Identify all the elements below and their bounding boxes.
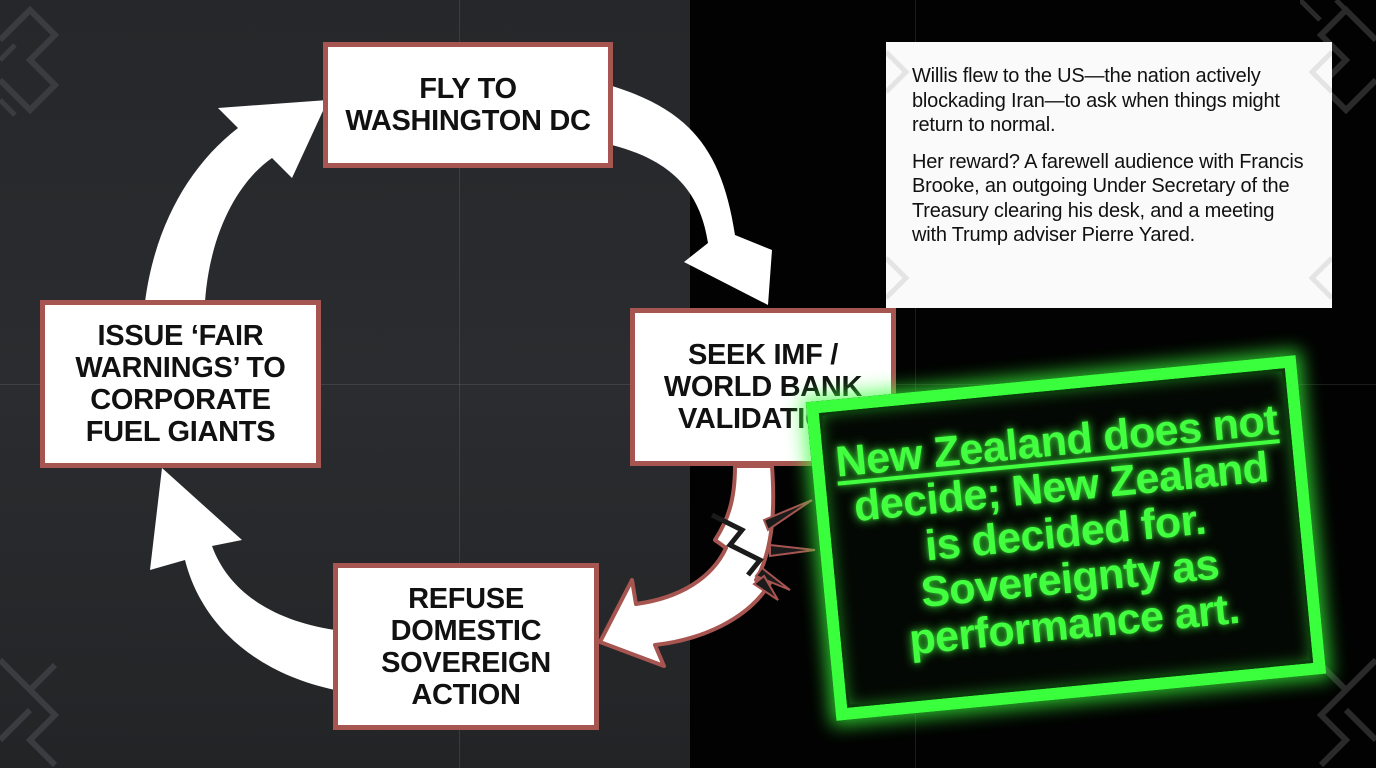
step-label-line: SEEK IMF /: [687, 339, 839, 371]
step-label-line: ISSUE ‘FAIR: [97, 320, 264, 352]
celtic-knot-corner-bottom-right-icon: [1316, 657, 1376, 768]
step-label-line: CORPORATE: [90, 384, 271, 416]
celtic-knot-corner-bottom-left-icon: [0, 657, 60, 768]
step-label-line: REFUSE: [408, 582, 524, 615]
fracture-spark-2-icon: [769, 543, 816, 558]
fracture-spark-4-icon: [752, 574, 779, 601]
arrow-bottom-to-left-icon: [150, 468, 335, 690]
step-label-line: WORLD BANK: [663, 371, 863, 403]
step-label-line: SOVEREIGN: [381, 646, 551, 679]
step-label-line: WARNINGS’ TO: [75, 352, 286, 384]
celtic-knot-corner-top-right-icon: [1300, 0, 1376, 115]
fracture-spark-1-icon: [762, 499, 813, 532]
arrow-left-to-top-icon: [145, 100, 328, 302]
broken-arrow-right-to-bottom-icon: [598, 464, 776, 668]
arrow-top-to-right-icon: [612, 86, 772, 305]
vertical-guide-line-left: [459, 0, 460, 768]
step-label-line: DOMESTIC: [390, 614, 542, 647]
vertical-guide-line-right: [915, 0, 916, 768]
step-label-line: FLY TO: [419, 73, 517, 105]
cycle-step-issue-fair-warnings: ISSUE ‘FAIR WARNINGS’ TO CORPORATE FUEL …: [40, 300, 321, 468]
crack-mark-icon: [710, 512, 764, 577]
fracture-spark-3-icon: [754, 566, 791, 591]
cycle-step-fly-to-washington: FLY TO WASHINGTON DC: [323, 42, 613, 168]
step-label-line: FUEL GIANTS: [85, 416, 276, 448]
step-label-line: ACTION: [411, 678, 521, 711]
cycle-step-refuse-sovereign-action: REFUSE DOMESTIC SOVEREIGN ACTION: [333, 563, 599, 730]
commentary-paragraph-2: Her reward? A farewell audience with Fra…: [912, 150, 1304, 247]
decorative-knot-border-icon: [886, 50, 1332, 300]
step-label-line: WASHINGTON DC: [345, 105, 591, 137]
commentary-paragraph-1: Willis flew to the US—the nation activel…: [912, 65, 1280, 136]
neon-callout-text: New Zealand does not decide; New Zealand…: [833, 396, 1298, 668]
commentary-text-box: Willis flew to the US—the nation activel…: [886, 42, 1332, 308]
neon-callout-box: New Zealand does not decide; New Zealand…: [805, 355, 1327, 721]
celtic-knot-corner-top-left-icon: [0, 5, 60, 117]
